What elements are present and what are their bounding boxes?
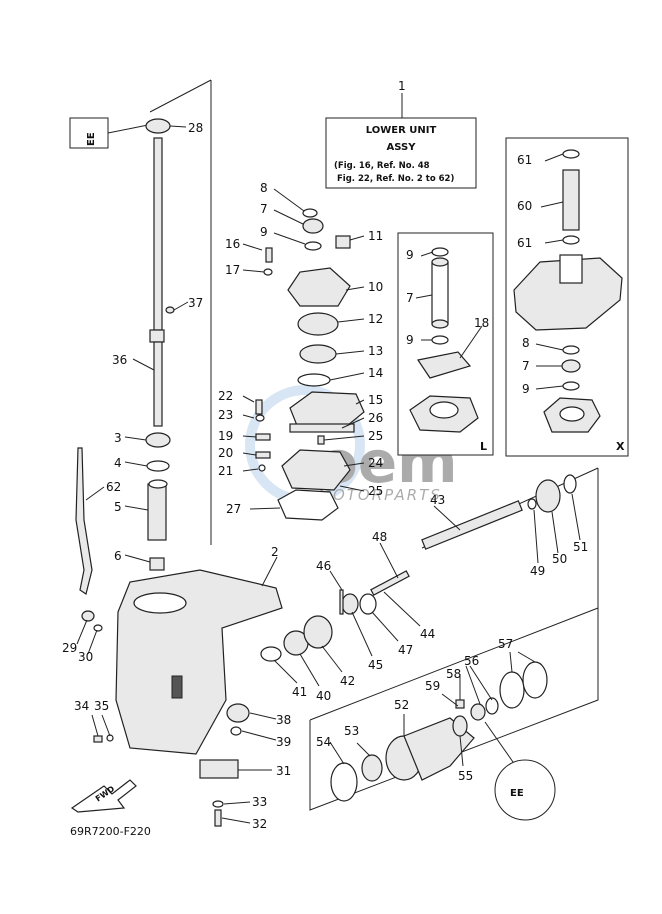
callout-31: 31 bbox=[276, 764, 291, 778]
callout-15: 15 bbox=[368, 393, 383, 407]
callout-45: 45 bbox=[368, 658, 383, 672]
callout-18: 18 bbox=[474, 316, 489, 330]
callout-36: 36 bbox=[112, 353, 127, 367]
callout-26: 26 bbox=[368, 411, 383, 425]
callout-4: 4 bbox=[114, 456, 122, 470]
callout-38: 38 bbox=[276, 713, 291, 727]
callout-39: 39 bbox=[276, 735, 291, 749]
callout-62: 62 bbox=[106, 480, 121, 494]
callout-9-l-top: 9 bbox=[406, 248, 414, 262]
callout-49: 49 bbox=[530, 564, 545, 578]
title-line-1: LOWER UNIT bbox=[366, 125, 437, 136]
callout-59: 59 bbox=[425, 679, 440, 693]
callout-numbers: 28 37 36 3 4 62 5 6 29 30 34 35 8 7 9 16… bbox=[62, 121, 588, 831]
subassembly-label-x: X bbox=[616, 440, 625, 453]
callout-21: 21 bbox=[218, 464, 233, 478]
callout-61-top: 61 bbox=[517, 153, 532, 167]
callout-48: 48 bbox=[372, 530, 387, 544]
callout-29: 29 bbox=[62, 641, 77, 655]
callout-56: 56 bbox=[464, 654, 479, 668]
callout-25-upper: 25 bbox=[368, 429, 383, 443]
callout-46: 46 bbox=[316, 559, 331, 573]
callout-14: 14 bbox=[368, 366, 383, 380]
callout-52: 52 bbox=[394, 698, 409, 712]
drawing-code: 69R7200-F220 bbox=[70, 825, 151, 838]
title-line-2: ASSY bbox=[387, 142, 417, 153]
water-pump-assembly bbox=[255, 208, 365, 521]
callout-27: 27 bbox=[226, 502, 241, 516]
callout-43: 43 bbox=[430, 493, 445, 507]
callout-3: 3 bbox=[114, 431, 122, 445]
callout-42: 42 bbox=[340, 674, 355, 688]
callout-6: 6 bbox=[114, 549, 122, 563]
callout-37: 37 bbox=[188, 296, 203, 310]
subassembly-box-x: X bbox=[505, 137, 629, 457]
propeller-shaft-housing: EE bbox=[330, 661, 556, 821]
callout-34: 34 bbox=[74, 699, 89, 713]
callout-33: 33 bbox=[252, 795, 267, 809]
callout-2: 2 bbox=[271, 545, 279, 559]
callout-7-l: 7 bbox=[406, 291, 414, 305]
callout-16: 16 bbox=[225, 237, 240, 251]
callout-32: 32 bbox=[252, 817, 267, 831]
callout-11: 11 bbox=[368, 229, 383, 243]
callout-22: 22 bbox=[218, 389, 233, 403]
gear-case-lube-symbol: EE bbox=[86, 132, 97, 146]
callout-1: 1 bbox=[398, 79, 406, 93]
callout-40: 40 bbox=[316, 689, 331, 703]
callout-57: 57 bbox=[498, 637, 513, 651]
callout-60: 60 bbox=[517, 199, 532, 213]
callout-44: 44 bbox=[420, 627, 435, 641]
callout-10: 10 bbox=[368, 280, 383, 294]
callout-51: 51 bbox=[573, 540, 588, 554]
gear-case bbox=[81, 569, 283, 827]
callout-7-x: 7 bbox=[522, 359, 530, 373]
callout-25-lower: 25 bbox=[368, 484, 383, 498]
callout-8: 8 bbox=[260, 181, 268, 195]
fwd-arrow: FWD bbox=[70, 779, 137, 813]
callout-47: 47 bbox=[398, 643, 413, 657]
callout-17: 17 bbox=[225, 263, 240, 277]
callout-35: 35 bbox=[94, 699, 109, 713]
title-line-4: Fig. 22, Ref. No. 2 to 62) bbox=[337, 174, 454, 184]
callout-9-l-bottom: 9 bbox=[406, 333, 414, 347]
seal-lube-symbol: EE bbox=[510, 788, 524, 799]
callout-24: 24 bbox=[368, 456, 383, 470]
callout-12: 12 bbox=[368, 312, 383, 326]
callout-23: 23 bbox=[218, 408, 233, 422]
callout-53: 53 bbox=[344, 724, 359, 738]
callout-19: 19 bbox=[218, 429, 233, 443]
watermark-sub: MOTORPARTS bbox=[318, 486, 442, 504]
subassembly-label-l: L bbox=[480, 440, 487, 453]
callout-61-bottom: 61 bbox=[517, 236, 532, 250]
subassembly-box-l: L bbox=[397, 232, 494, 456]
callout-55: 55 bbox=[458, 769, 473, 783]
callout-8-x: 8 bbox=[522, 336, 530, 350]
callout-9-x: 9 bbox=[522, 382, 530, 396]
leader-lines bbox=[76, 125, 581, 824]
callout-5: 5 bbox=[114, 500, 122, 514]
title-box: 1 LOWER UNIT ASSY (Fig. 16, Ref. No. 48 … bbox=[325, 79, 477, 189]
callout-28: 28 bbox=[188, 121, 203, 135]
callout-54: 54 bbox=[316, 735, 331, 749]
title-line-3: (Fig. 16, Ref. No. 48 bbox=[334, 161, 430, 171]
callout-7: 7 bbox=[260, 202, 268, 216]
callout-20: 20 bbox=[218, 446, 233, 460]
gears-and-shafts bbox=[226, 474, 577, 736]
callout-50: 50 bbox=[552, 552, 567, 566]
drive-shaft-assembly: EE bbox=[69, 117, 175, 595]
callout-30: 30 bbox=[78, 650, 93, 664]
callout-41: 41 bbox=[292, 685, 307, 699]
callout-9: 9 bbox=[260, 225, 268, 239]
callout-13: 13 bbox=[368, 344, 383, 358]
callout-58: 58 bbox=[446, 667, 461, 681]
